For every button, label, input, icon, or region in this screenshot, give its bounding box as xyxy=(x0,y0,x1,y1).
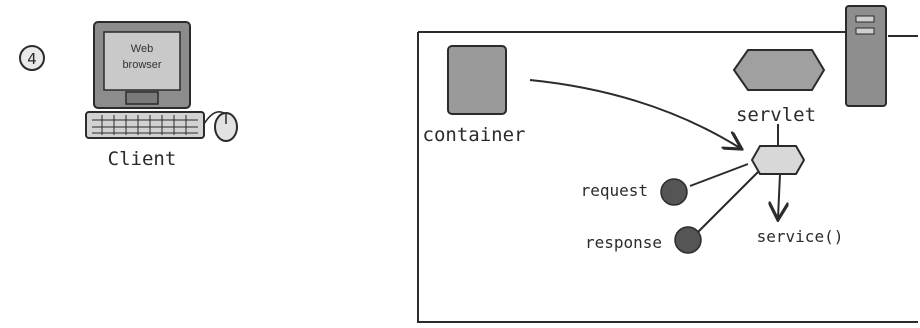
screen-text-browser: browser xyxy=(122,59,161,71)
thread-icon xyxy=(750,145,806,175)
client-computer-icon: Web browser xyxy=(85,21,238,142)
client-label: Client xyxy=(108,148,177,170)
container-label: container xyxy=(423,124,526,146)
container-to-thread-arrow xyxy=(529,79,740,148)
servlet-label: servlet xyxy=(736,104,816,126)
request-object xyxy=(660,178,688,206)
screen-text-web: Web xyxy=(131,43,153,55)
response-label: response xyxy=(585,233,662,252)
request-label: request xyxy=(581,181,648,200)
step-number-badge: 4 xyxy=(19,45,45,71)
server-boundary xyxy=(417,31,918,323)
container-icon xyxy=(447,45,507,115)
step-number: 4 xyxy=(27,50,37,68)
response-link xyxy=(695,171,759,235)
request-link xyxy=(689,163,749,187)
server-tower-icon xyxy=(845,5,887,107)
servlet-icon xyxy=(732,49,826,91)
service-method-label: service() xyxy=(757,227,844,246)
response-object xyxy=(674,226,702,254)
thread-to-service-arrow xyxy=(778,173,780,218)
